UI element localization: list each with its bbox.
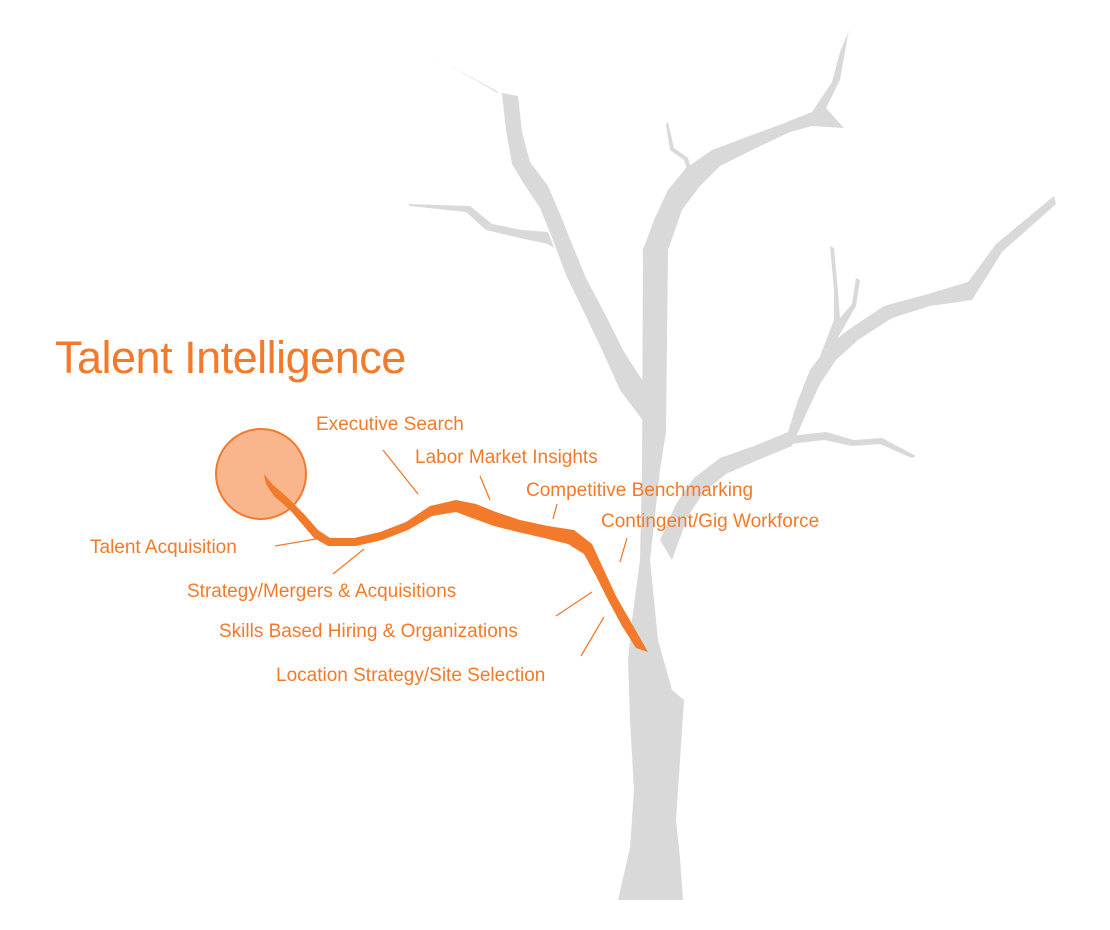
leader-line-competitive-benchmarking: [552, 503, 558, 520]
leader-line-executive-search: [382, 449, 419, 495]
leader-line-location-strategy: [580, 616, 605, 657]
highlight-branch: [264, 474, 648, 652]
leader-line-labor-market-insights: [479, 475, 491, 501]
tree-twig-right-upper: [666, 122, 692, 178]
tree-branch-right-upper: [643, 28, 850, 250]
label-talent-acquisition: Talent Acquisition: [90, 537, 237, 558]
leader-line-skills-based-hiring: [555, 591, 593, 617]
leader-line-talent-acquisition: [274, 538, 317, 547]
tree-branch-right-lower: [660, 196, 1056, 560]
tree-trunk: [618, 248, 684, 900]
label-location-strategy: Location Strategy/Site Selection: [276, 665, 546, 686]
label-skills-based-hiring: Skills Based Hiring & Organizations: [219, 621, 518, 642]
label-contingent-gig-workforce: Contingent/Gig Workforce: [601, 511, 820, 532]
label-labor-market-insights: Labor Market Insights: [415, 447, 598, 468]
label-competitive-benchmarking: Competitive Benchmarking: [526, 480, 754, 501]
label-executive-search: Executive Search: [316, 414, 464, 435]
leader-line-strategy-mergers: [332, 548, 365, 575]
label-strategy-mergers-acquisitions: Strategy/Mergers & Acquisitions: [187, 581, 457, 602]
leader-line-contingent-gig-workforce: [619, 537, 628, 563]
tree-branch-left-main: [436, 58, 650, 430]
tree-branch-left-side: [408, 204, 554, 248]
diagram-title: Talent Intelligence: [55, 332, 406, 383]
tree-twig-right-hanging: [790, 432, 916, 458]
tree-twig-right-lower: [820, 246, 860, 360]
